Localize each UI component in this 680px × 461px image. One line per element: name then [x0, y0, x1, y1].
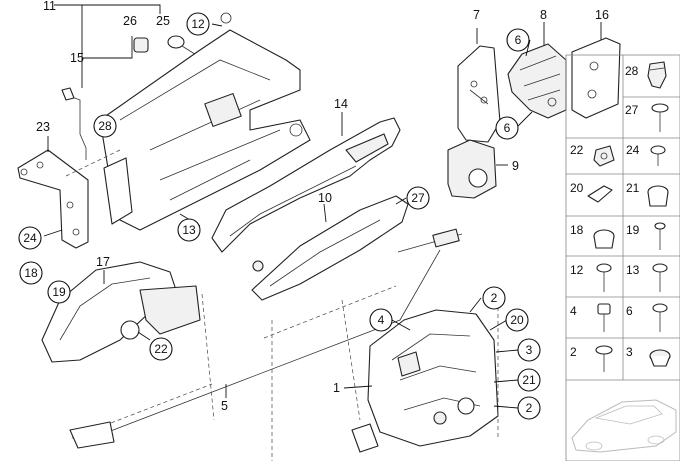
grid-label-21: 21	[626, 181, 640, 195]
callout-11: 11	[43, 0, 56, 13]
grid-part-clip	[647, 61, 667, 89]
rod-part	[61, 87, 87, 160]
outer-handle-part	[211, 117, 401, 253]
grid-part-bolt-12	[596, 263, 612, 292]
grid-part-bolt-13	[652, 263, 668, 292]
bushing-part	[133, 37, 149, 53]
grid-part-clip-20	[587, 185, 613, 203]
grid-label-28: 28	[625, 64, 639, 78]
callout-26: 26	[123, 14, 137, 28]
grid-label-12: 12	[570, 263, 584, 277]
grid-label-13: 13	[626, 263, 640, 277]
car-silhouette-icon	[571, 399, 677, 453]
callout-circle-2a: 2	[482, 286, 506, 310]
callout-15: 15	[70, 51, 84, 65]
grid-label-20: 20	[570, 181, 584, 195]
grid-part-screw-19	[654, 222, 666, 250]
callout-circle-2b: 2	[517, 396, 541, 420]
grid-part-cap-3	[649, 349, 671, 367]
callout-7: 7	[473, 8, 480, 22]
grid-part-plug-18	[593, 229, 615, 249]
callout-5: 5	[221, 399, 228, 413]
callout-circle-19: 19	[47, 280, 71, 304]
svg-text:2: 2	[526, 401, 533, 415]
grid-part-screw-6	[652, 303, 668, 332]
grid-label-4: 4	[570, 304, 577, 318]
svg-text:27: 27	[411, 191, 425, 205]
svg-text:28: 28	[98, 119, 112, 133]
ring-part	[167, 35, 199, 57]
callout-1: 1	[333, 381, 340, 395]
small-parts-grid: 28 27 22 24 20 21 18 19 12 13 4 6 2 3	[565, 54, 680, 461]
callout-circle-27: 27	[406, 186, 430, 210]
svg-text:4: 4	[378, 313, 385, 327]
callout-circle-28: 28	[93, 114, 117, 138]
grid-label-19: 19	[626, 223, 640, 237]
grid-label-22: 22	[570, 143, 584, 157]
callout-circle-6b: 6	[495, 116, 519, 140]
grid-label-2: 2	[570, 345, 577, 359]
callout-23: 23	[36, 120, 50, 134]
grid-part-plug-21	[647, 185, 669, 207]
callout-circle-12: 12	[186, 12, 210, 36]
grid-label-3: 3	[626, 345, 633, 359]
grid-label-24: 24	[626, 143, 640, 157]
callout-8: 8	[540, 8, 547, 22]
svg-text:19: 19	[52, 285, 66, 299]
grid-part-screw-2	[595, 345, 613, 372]
callout-14: 14	[334, 97, 348, 111]
callout-circle-6a: 6	[506, 28, 530, 52]
lock-housing-part	[351, 309, 499, 453]
svg-text:20: 20	[510, 313, 524, 327]
svg-text:18: 18	[24, 266, 38, 280]
svg-text:2: 2	[491, 291, 498, 305]
svg-text:22: 22	[154, 342, 168, 356]
grid-part-screw-27	[651, 103, 669, 132]
callout-16: 16	[595, 8, 609, 22]
latch-part	[507, 43, 567, 119]
striker-plate-part	[571, 37, 621, 119]
end-cap-part	[447, 139, 497, 199]
grid-part-screw-24	[650, 145, 666, 166]
callout-circle-18: 18	[19, 261, 43, 285]
svg-text:6: 6	[515, 33, 522, 47]
callout-9: 9	[512, 159, 519, 173]
handle-seal-part	[41, 261, 201, 363]
callout-10: 10	[318, 191, 332, 205]
callout-25: 25	[156, 14, 170, 28]
callout-17: 17	[96, 255, 110, 269]
svg-text:3: 3	[526, 343, 533, 357]
svg-text:21: 21	[522, 373, 536, 387]
cover-plate-part	[457, 45, 501, 143]
grid-part-nut-22	[593, 145, 615, 167]
bracket-part	[17, 149, 89, 249]
svg-text:12: 12	[191, 17, 205, 31]
callout-circle-20: 20	[505, 308, 529, 332]
handle-cover-part	[251, 195, 409, 301]
control-rod-part	[69, 228, 463, 449]
grid-label-6: 6	[626, 304, 633, 318]
lock-mechanism-part	[99, 12, 311, 231]
callout-circle-3: 3	[517, 338, 541, 362]
callout-circle-22: 22	[149, 337, 173, 361]
svg-text:13: 13	[182, 223, 196, 237]
svg-text:6: 6	[504, 121, 511, 135]
callout-circle-4: 4	[369, 308, 393, 332]
grid-part-screw-4	[597, 303, 611, 332]
callout-circle-21: 21	[517, 368, 541, 392]
grid-label-27: 27	[625, 103, 639, 117]
grid-label-18: 18	[570, 223, 584, 237]
svg-text:24: 24	[23, 231, 37, 245]
callout-circle-13: 13	[177, 218, 201, 242]
callout-circle-24: 24	[18, 226, 42, 250]
